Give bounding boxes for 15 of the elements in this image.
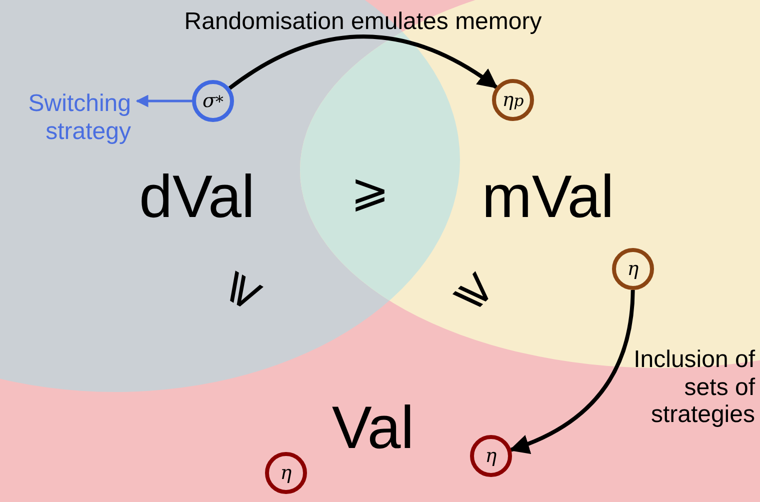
arrow <box>509 290 635 454</box>
set-label: dVal <box>139 167 255 227</box>
edge-label: Inclusion of sets of strategies <box>632 346 755 429</box>
strategy-circle: η <box>265 452 307 494</box>
strategy-circle: η <box>612 248 654 290</box>
edge-label: Randomisation emulates memory <box>184 8 542 36</box>
annotation-text: Switching strategy <box>5 90 131 146</box>
relation-sign: ⩾ <box>448 259 508 319</box>
relation-sign: ⩾ <box>350 167 390 213</box>
set-label: Val <box>332 398 414 458</box>
arrow <box>228 34 498 90</box>
relation-sign: ⩾ <box>217 266 277 322</box>
arrow <box>136 94 192 108</box>
set-label: mVal <box>482 167 614 227</box>
strategy-circle: η <box>470 435 512 477</box>
